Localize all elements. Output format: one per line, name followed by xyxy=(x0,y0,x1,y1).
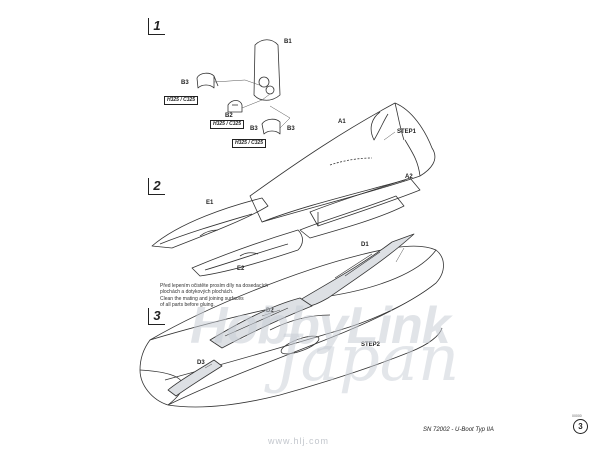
instruction-line-en-1: Clean the mating and joining surfaces xyxy=(160,295,244,302)
deck-d1 xyxy=(299,233,415,307)
hull-half-e2 xyxy=(191,229,303,277)
watermark-url: www.hlj.com xyxy=(268,436,330,446)
bracket-b2 xyxy=(227,100,243,113)
step-number-2: 2 xyxy=(148,178,165,195)
watermark-brand: HobbyLink xyxy=(190,297,451,355)
bracket-b3-top xyxy=(196,72,219,89)
part-label-b3-right: B3 xyxy=(287,126,295,132)
step-number-1: 1 xyxy=(148,18,165,35)
sheet-code: 00000 xyxy=(572,414,582,418)
part-label-b1: B1 xyxy=(284,39,292,45)
instruction-line-cz-1: Před lepením očistěte prosím díly na dos… xyxy=(160,283,269,289)
part-label-e2: E2 xyxy=(237,266,245,272)
paint-code-b3-right: H325 / C325 xyxy=(232,139,267,148)
part-label-e1: E1 xyxy=(206,200,214,206)
hull-openings xyxy=(269,314,331,355)
hull-half-e1 xyxy=(151,197,269,249)
paint-code-b2: H325 / C325 xyxy=(210,120,245,129)
gluing-instructions: Před lepením očistěte prosím díly na dos… xyxy=(160,283,310,309)
part-label-d3: D3 xyxy=(197,360,205,366)
step-number-3: 3 xyxy=(148,308,165,325)
bracket-b3-right xyxy=(261,118,281,135)
plate-b1 xyxy=(253,39,281,101)
part-label-a2: A2 xyxy=(405,174,413,180)
paint-code-b3-top: H325 / C325 xyxy=(164,96,199,105)
instruction-line-cz-2: plochách a dotykových plochách. xyxy=(160,289,234,296)
instruction-line-en-2: of all parts before gluing. xyxy=(160,302,215,309)
deck-d3 xyxy=(167,359,223,397)
page-number-badge: 3 xyxy=(573,419,588,434)
part-label-b2: B2 xyxy=(225,113,233,119)
deck-d2 xyxy=(209,297,313,349)
part-label-d1: D1 xyxy=(361,242,369,248)
part-label-b3-top: B3 xyxy=(181,80,189,86)
part-label-step1: STEP1 xyxy=(397,129,417,135)
hull-side-upper xyxy=(299,195,405,239)
part-label-b3-mid: B3 xyxy=(250,126,258,132)
part-label-step2: STEP2 xyxy=(361,342,381,348)
tower-front-a2 xyxy=(309,177,421,227)
part-label-d2: D2 xyxy=(266,308,274,314)
part-label-a1: A1 xyxy=(338,119,346,125)
watermark-script: Japan xyxy=(275,322,460,396)
product-caption: SN 72002 - U-Boot Typ IIA xyxy=(423,427,494,433)
